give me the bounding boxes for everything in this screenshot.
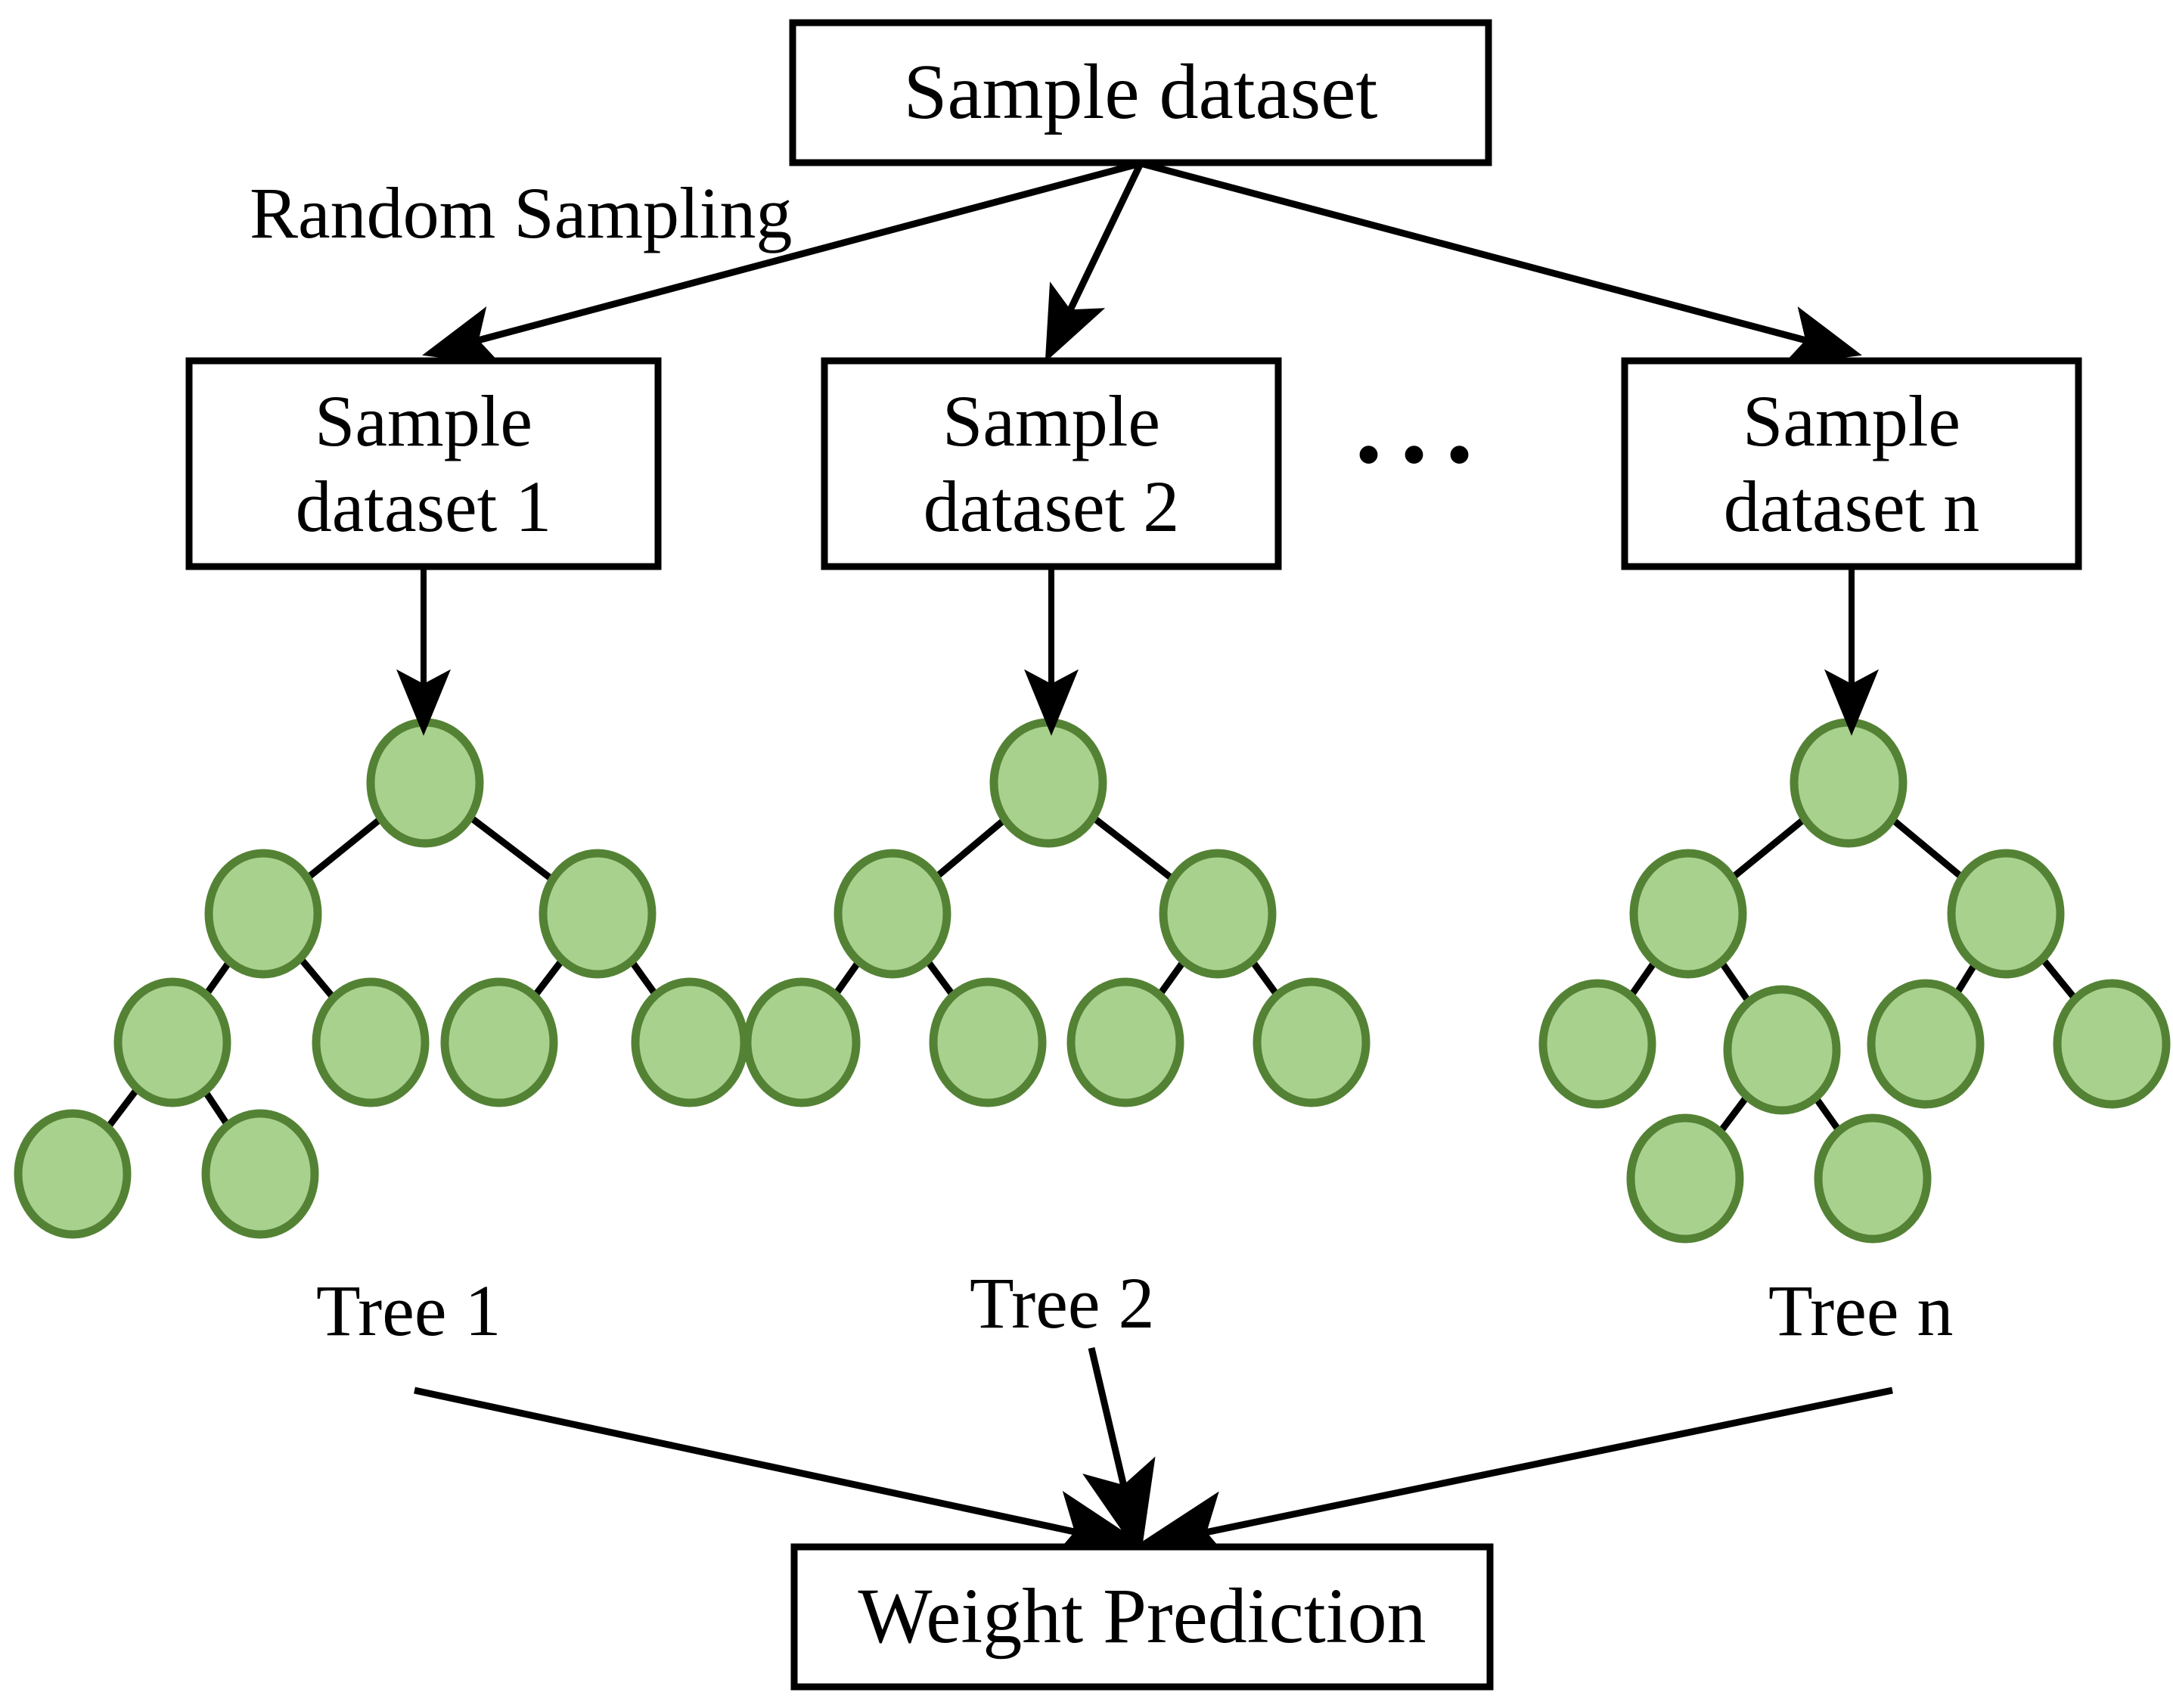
tree-2-node-3 bbox=[743, 977, 861, 1107]
tree-1-edge-2 bbox=[464, 812, 558, 885]
tree-2-node-0 bbox=[989, 718, 1107, 848]
box-to-tree-arrow-group bbox=[396, 568, 1879, 736]
tree-2-node-4 bbox=[929, 977, 1047, 1107]
sampling-arrow-1 bbox=[422, 160, 1142, 366]
ellipsis-icon: • • • bbox=[1355, 412, 1473, 496]
tree-n-label: Tree n bbox=[1768, 1270, 1954, 1351]
tree-node-group bbox=[14, 718, 2171, 1244]
tree-1-node-8 bbox=[201, 1109, 319, 1239]
tree-3-node-7 bbox=[1626, 1113, 1744, 1244]
box-outline-group bbox=[185, 19, 2082, 1691]
tree-3-edge-1 bbox=[1727, 813, 1810, 884]
tree-1-label: Tree 1 bbox=[316, 1270, 501, 1351]
weight-prediction-box-outline bbox=[790, 1543, 1494, 1691]
tree-1-node-7 bbox=[14, 1109, 132, 1239]
tree-to-prediction-arrow-3 bbox=[1133, 1387, 1893, 1565]
tree-to-prediction-arrow-1 bbox=[414, 1387, 1148, 1564]
tree-2-node-1 bbox=[834, 849, 951, 979]
tree-3-node-3 bbox=[1538, 979, 1656, 1109]
sampling-arrow-3 bbox=[1139, 160, 1862, 366]
tree-1-node-5 bbox=[440, 977, 558, 1107]
tree-1-node-6 bbox=[631, 977, 749, 1107]
tree-3-node-1 bbox=[1629, 849, 1747, 979]
tree-3-edge-2 bbox=[1886, 814, 1968, 883]
tree-1-node-1 bbox=[204, 849, 322, 979]
sample-dataset-box-outline-2 bbox=[821, 357, 1282, 570]
tree-2-node-6 bbox=[1253, 977, 1371, 1107]
tree-3-node-4 bbox=[1723, 985, 1841, 1115]
sampling-arrow-group bbox=[422, 160, 1862, 366]
prediction-arrow-group bbox=[414, 1346, 1893, 1565]
tree-1-node-0 bbox=[366, 718, 484, 848]
tree-to-prediction-arrow-2 bbox=[1082, 1346, 1156, 1558]
tree-3-node-6 bbox=[2053, 979, 2171, 1109]
tree-3-node-0 bbox=[1790, 718, 1908, 848]
tree-2-edge-2 bbox=[1088, 812, 1178, 884]
tree-1-edge-1 bbox=[302, 813, 386, 884]
sampling-arrow-2 bbox=[1045, 162, 1144, 362]
sample-dataset-box-outline-1 bbox=[185, 357, 662, 570]
tree-1-node-2 bbox=[539, 849, 657, 979]
tree-2-label: Tree 2 bbox=[970, 1262, 1155, 1343]
tree-1-edge-7 bbox=[101, 1082, 144, 1135]
root-dataset-box-outline bbox=[789, 19, 1492, 166]
random-sampling-label: Random Sampling bbox=[250, 172, 793, 253]
tree-3-node-8 bbox=[1814, 1113, 1932, 1244]
tree-3-node-2 bbox=[1947, 849, 2065, 979]
tree-1-edge-4 bbox=[294, 952, 340, 1005]
tree-3-node-5 bbox=[1867, 979, 1985, 1109]
tree-1-node-3 bbox=[113, 977, 231, 1107]
tree-2-node-5 bbox=[1066, 977, 1184, 1107]
tree-3-edge-6 bbox=[2036, 952, 2081, 1005]
tree-2-node-2 bbox=[1159, 849, 1277, 979]
sample-dataset-box-outline-3 bbox=[1621, 357, 2082, 570]
tree-1-node-4 bbox=[312, 977, 430, 1107]
tree-2-edge-1 bbox=[930, 814, 1010, 883]
tree-3-edge-4 bbox=[1715, 955, 1755, 1008]
